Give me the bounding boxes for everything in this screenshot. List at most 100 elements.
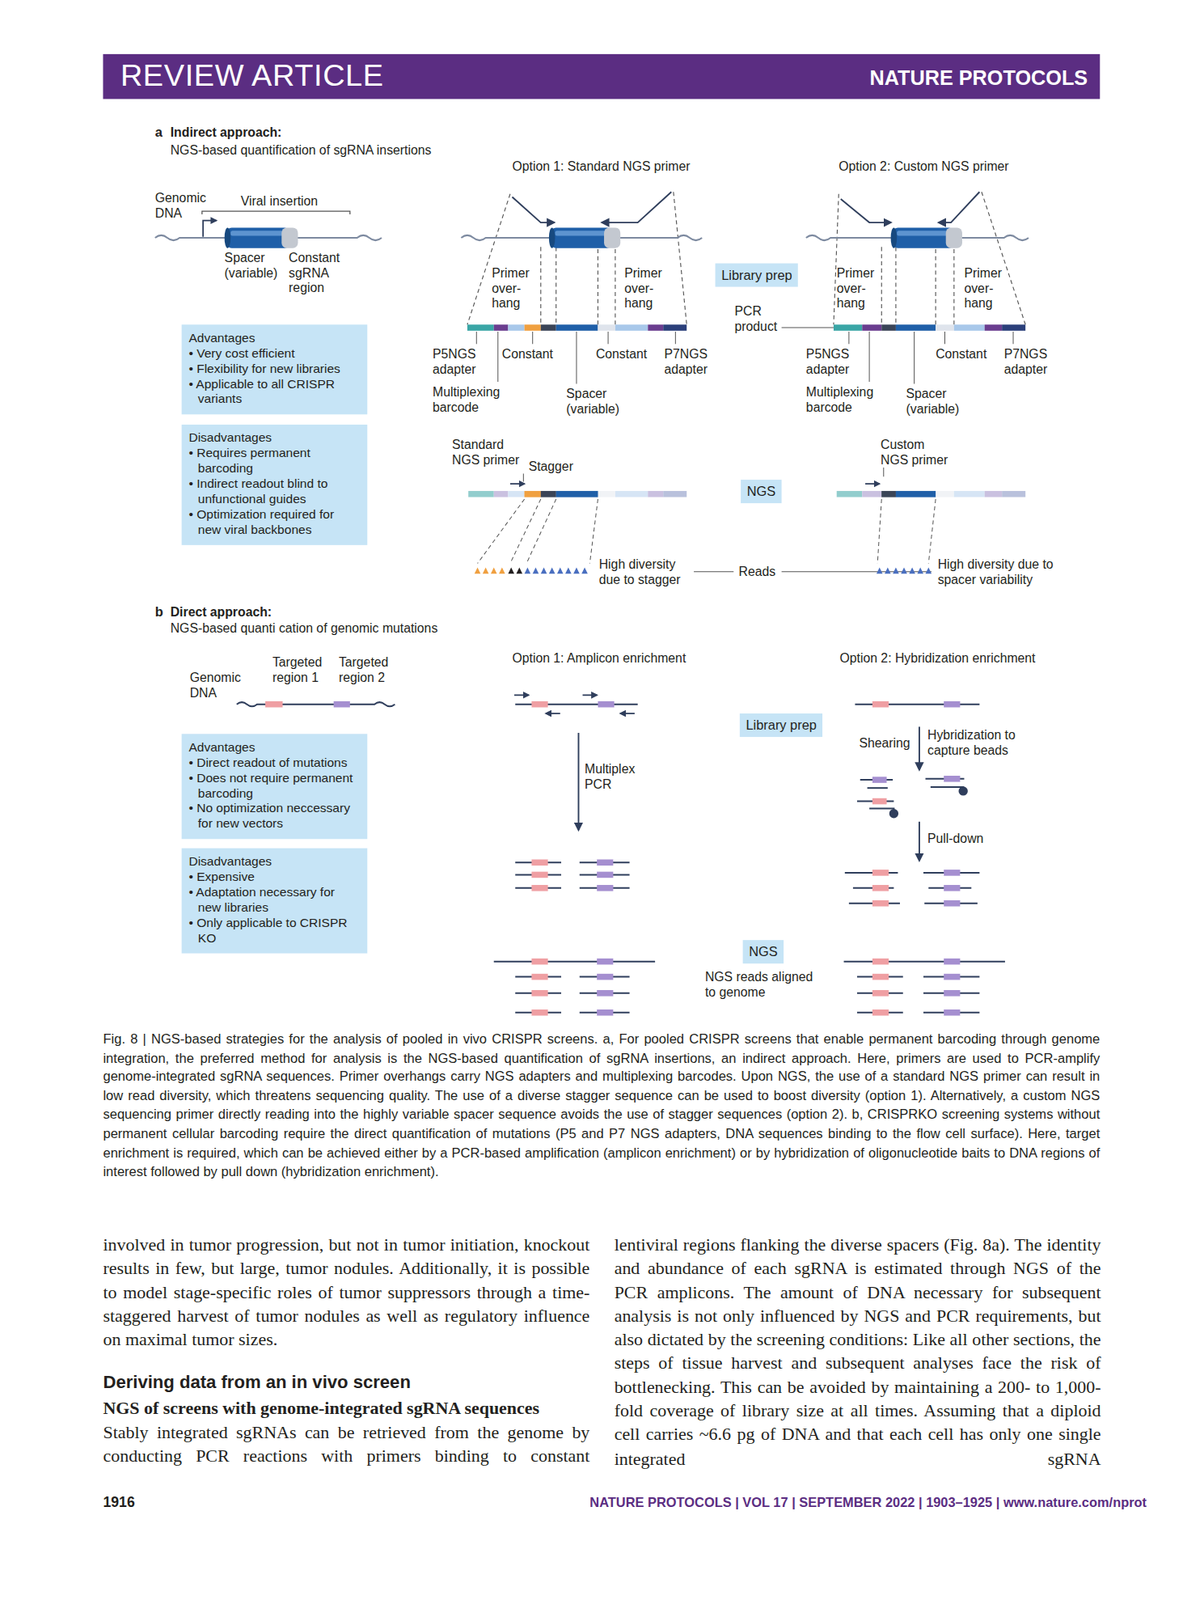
target-region [596, 1009, 613, 1016]
genomic-dna-line [236, 701, 396, 706]
capture-bead [872, 775, 968, 818]
capture-bead [872, 776, 888, 783]
part-label: P7NGS adapter [1004, 346, 1056, 377]
pcr-primer [511, 197, 554, 224]
target-region [265, 701, 351, 708]
box-heading: Library prep [745, 716, 817, 734]
target-region [596, 989, 613, 997]
ngs-bar-accent [556, 490, 599, 498]
multiplex-primer [514, 693, 529, 696]
target-region [872, 884, 889, 892]
pcr-primer [840, 198, 892, 223]
target-region [943, 899, 960, 907]
read-triangle [876, 567, 932, 575]
leader-line [869, 331, 871, 382]
zoom-dashed-line [953, 249, 955, 325]
bullet-item: • Does not require permanent barcoding [188, 770, 360, 802]
option-label: Option 2: Custom NGS primer [838, 159, 1009, 174]
step-box: Library prep [739, 713, 824, 737]
ngs-read-bar [647, 490, 664, 498]
step-label: Pull-down [927, 831, 984, 846]
sgrna-cassette [549, 227, 963, 248]
zoom-dashed-line [597, 249, 599, 325]
pcr-product-bar [984, 324, 1002, 331]
ngs-read-bar [935, 490, 955, 498]
genomic-line [515, 703, 980, 706]
capture-bead [958, 785, 968, 795]
section-heading: Deriving data from an in vivo screen [102, 1371, 410, 1393]
panel-title: Indirect approach: [170, 125, 283, 140]
capture-bead [889, 808, 899, 818]
viral-insertion-bracket [202, 211, 351, 215]
step-label: Hybridization to capture beads [927, 727, 1030, 758]
target-region [943, 869, 960, 876]
enriched-fragment [844, 872, 981, 904]
part-label: PCR product [735, 304, 782, 334]
pcr-primer [601, 191, 672, 223]
part-label: P5NGS adapter [432, 346, 484, 377]
viral-insertion-bracket [202, 211, 351, 215]
target-region [597, 701, 614, 708]
sgrna-cassette [224, 227, 299, 248]
sequencing-primer [865, 482, 880, 485]
target-region [596, 973, 613, 981]
step-box: NGS [743, 939, 785, 964]
zoom-dashed-line [881, 246, 883, 325]
leader-line [523, 473, 524, 482]
read-dashed-line [877, 498, 882, 563]
leader-line [913, 331, 915, 384]
part-label: Primer over-hang [836, 266, 878, 311]
ngs-bar-accent [540, 490, 557, 498]
pcr-product-bar [861, 324, 882, 331]
ngs-bar-accent [881, 490, 896, 498]
leader-line [944, 331, 946, 344]
part-label: Primer over-hang [624, 266, 670, 311]
leader-line [575, 331, 577, 384]
body-paragraph: Stably integrated sgRNAs can be retrieve… [102, 1420, 590, 1469]
pcr-product-bar [524, 324, 541, 331]
sheared-fragment [867, 786, 888, 789]
target-region [872, 869, 961, 906]
sgrna-cassette [604, 227, 621, 248]
part-label: Constant [935, 346, 987, 362]
leader-line [608, 331, 609, 344]
part-label: Targeted region 1 [272, 654, 330, 685]
read-triangle [524, 567, 588, 575]
sgrna-cassette [226, 227, 290, 248]
leader-line [882, 467, 884, 477]
target-region [872, 899, 889, 907]
sgrna-cassette [891, 227, 898, 248]
leader-line [693, 570, 734, 572]
part-label: Multiplexing barcode [806, 384, 883, 415]
disadvantages-box: Disadvantages• Expensive• Adaptation nec… [181, 848, 368, 954]
target-region [531, 858, 548, 866]
sgrna-cassette [224, 227, 232, 248]
ngs-read-bar [524, 490, 541, 498]
promoter-arrow [202, 220, 216, 237]
zoom-dashed-line [555, 246, 557, 325]
part-label: Multiplexing barcode [432, 384, 510, 415]
target-region [531, 871, 548, 879]
target-region [531, 858, 613, 891]
ngs-read-bar [984, 490, 1002, 498]
zoom-dashed-line [673, 191, 687, 325]
leader-line [848, 331, 850, 344]
target-region [531, 958, 548, 965]
zoom-dashed-line [540, 246, 541, 325]
ngs-read-bar [507, 490, 524, 498]
part-label: Spacer (variable) [224, 250, 284, 281]
running-header: REVIEW ARTICLE [120, 57, 385, 94]
box-heading: Advantages [188, 739, 360, 756]
aligned-read [494, 961, 1006, 1013]
option-label: Option 2: Hybridization enrichment [840, 650, 1036, 666]
enriched-fragment [844, 871, 899, 874]
advantages-box: Advantages• Very cost efficient• Flexibi… [181, 324, 368, 415]
box-heading: NGS [747, 482, 777, 500]
target-region [872, 958, 889, 965]
step-box: Library prep [715, 263, 799, 288]
sheared-fragment [857, 778, 964, 813]
subsection-heading: NGS of screens with genome-integrated sg… [102, 1396, 540, 1418]
part-label: Reads [739, 564, 777, 579]
